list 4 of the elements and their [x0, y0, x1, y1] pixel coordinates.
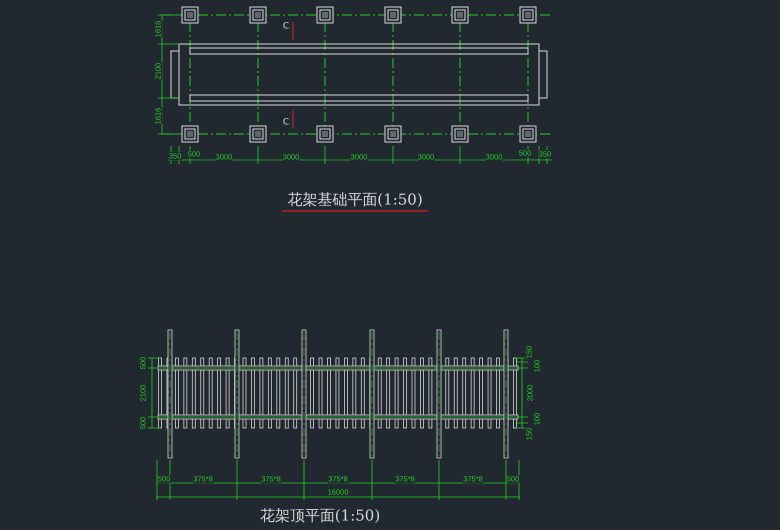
section-letter: C — [282, 22, 290, 32]
section-letter: C — [282, 118, 290, 128]
drawing-title: 花架基础平面(1:50) — [287, 192, 423, 208]
drawing-title: 花架顶平面(1:50) — [260, 508, 380, 524]
